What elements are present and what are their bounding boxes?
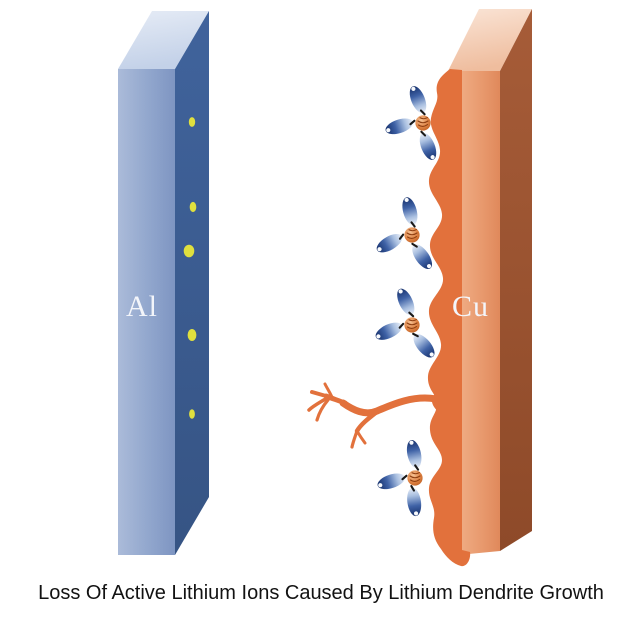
inactive-lithium-dot-icon	[183, 244, 195, 258]
al-front-face	[118, 69, 175, 555]
cu-electrode-label: Cu	[452, 290, 490, 323]
cu-electrode	[427, 9, 532, 567]
al-electrode-label: Al	[126, 290, 158, 323]
solvent-molecule-icon	[371, 228, 409, 259]
scene	[118, 9, 532, 567]
solvent-molecule-icon	[370, 317, 408, 346]
dendrite-twig	[307, 396, 329, 412]
lithium-ion-core-icon	[403, 226, 421, 244]
inactive-lithium-dot-icon	[188, 117, 196, 127]
lithium-deposit-layer	[427, 69, 471, 567]
dendrite-twig	[355, 429, 367, 445]
al-side-face	[175, 11, 209, 555]
inactive-lithium-dot-icon	[187, 329, 197, 341]
cu-side-face	[500, 9, 532, 551]
solvent-molecule-icon	[407, 326, 441, 365]
solvated-lithium-ion	[370, 283, 441, 365]
dendrite-twig	[323, 382, 334, 399]
inactive-lithium-dots	[183, 117, 197, 419]
solvent-molecule-icon	[404, 81, 432, 118]
lithium-ion-core-icon	[403, 316, 421, 334]
figure-caption: Loss Of Active Lithium Ions Caused By Li…	[38, 582, 604, 604]
lithium-ion-core-icon	[406, 469, 424, 487]
solvent-molecule-icon	[403, 484, 425, 519]
inactive-lithium-dot-icon	[189, 409, 195, 419]
solvent-molecule-icon	[391, 283, 420, 321]
solvent-molecule-icon	[373, 469, 410, 494]
dendrite-trunk	[339, 394, 440, 417]
solvated-lithium-ion	[371, 194, 438, 276]
dendrite-twig	[315, 398, 330, 422]
lithium-ion-core-icon	[414, 114, 432, 132]
al-top-face	[118, 11, 209, 69]
cu-top-face	[448, 9, 532, 71]
al-electrode	[118, 11, 209, 555]
solvent-molecule-icon	[381, 114, 418, 139]
dendrite-twig	[350, 429, 359, 449]
solvated-lithium-ion	[373, 437, 425, 519]
dendrite-branch	[354, 408, 381, 434]
inactive-lithium-dot-icon	[189, 201, 197, 213]
solvent-molecule-icon	[398, 194, 422, 229]
lithium-dendrite	[307, 382, 442, 449]
solvent-molecule-icon	[403, 437, 425, 472]
dendrite-twig	[310, 390, 328, 398]
